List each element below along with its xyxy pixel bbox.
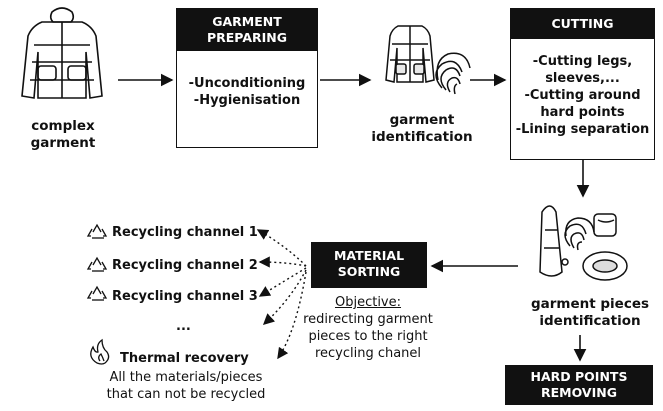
objective-line: pieces to the right [308,329,428,344]
cutting-box: CUTTING -Cutting legs, sleeves,... -Cutt… [510,8,655,160]
material-sorting-line2: SORTING [337,264,401,279]
cutting-header: CUTTING [511,9,654,39]
thermal-recovery-description: All the materials/pieces that can not be… [86,369,286,403]
recycling-channel-1: Recycling channel 1 [112,224,258,241]
flame-icon [90,338,110,365]
ellipsis-text: ... [176,319,191,334]
list-item: sleeves,... [545,71,620,86]
jacket-icon [21,7,103,99]
jacket-with-fingerprint-icon [385,25,471,95]
objective-title: Objective: [334,295,402,310]
garment-identification-line1: garment [389,112,455,128]
material-sorting-block: MATERIAL SORTING [311,242,427,288]
recycling-channel-label: Recycling channel 2 [112,258,258,273]
recycle-icon [86,256,108,272]
garment-pieces-with-fingerprint-icon [539,205,628,281]
list-item: -Unconditioning [188,76,306,91]
list-item: -Lining separation [515,122,650,137]
hard-points-removing-line1: HARD POINTS [530,369,628,384]
garment-preparing-header-line1: GARMENT [212,14,282,29]
garment-preparing-header-line2: PREPARING [206,30,287,45]
garment-identification-label: garment identification [362,112,482,146]
list-item: hard points [540,105,625,120]
thermal-recovery-label: Thermal recovery [120,351,249,366]
recycle-icon [86,223,108,239]
objective-text: Objective: redirecting garment pieces to… [288,294,448,362]
list-item: -Hygienisation [193,93,301,108]
garment-preparing-header: GARMENT PREPARING [177,9,317,51]
garment-identification-line2: identification [371,129,473,145]
recycling-channel-3: Recycling channel 3 [112,288,258,305]
recycle-icon [86,285,108,301]
more-channels-ellipsis: ... [176,318,191,335]
complex-garment-label: complex garment [18,118,108,152]
garment-pieces-identification-label: garment pieces identification [520,296,660,330]
hard-points-removing-block: HARD POINTS REMOVING [505,365,653,405]
cutting-header-text: CUTTING [551,16,614,31]
hard-points-removing-line2: REMOVING [541,385,617,400]
cutting-list: -Cutting legs, sleeves,... -Cutting arou… [511,39,654,138]
garment-preparing-box: GARMENT PREPARING -Unconditioning -Hygie… [176,8,318,148]
recycling-channel-label: Recycling channel 3 [112,289,258,304]
garment-pieces-identification-line2: identification [539,313,641,329]
complex-garment-line2: garment [30,135,96,151]
objective-line: recycling chanel [314,346,422,361]
thermal-recovery-title: Thermal recovery [120,350,249,367]
thermal-desc-line1: All the materials/pieces [109,370,263,385]
list-item: -Cutting legs, [532,54,633,69]
recycling-channel-label: Recycling channel 1 [112,225,258,240]
garment-preparing-list: -Unconditioning -Hygienisation [177,51,317,109]
objective-line: redirecting garment [303,312,433,327]
complex-garment-line1: complex [31,118,95,134]
material-sorting-line1: MATERIAL [333,248,405,263]
list-item: -Cutting around [524,88,641,103]
garment-pieces-identification-line1: garment pieces [530,296,650,312]
thermal-desc-line2: that can not be recycled [106,387,266,402]
recycling-channel-2: Recycling channel 2 [112,257,258,274]
